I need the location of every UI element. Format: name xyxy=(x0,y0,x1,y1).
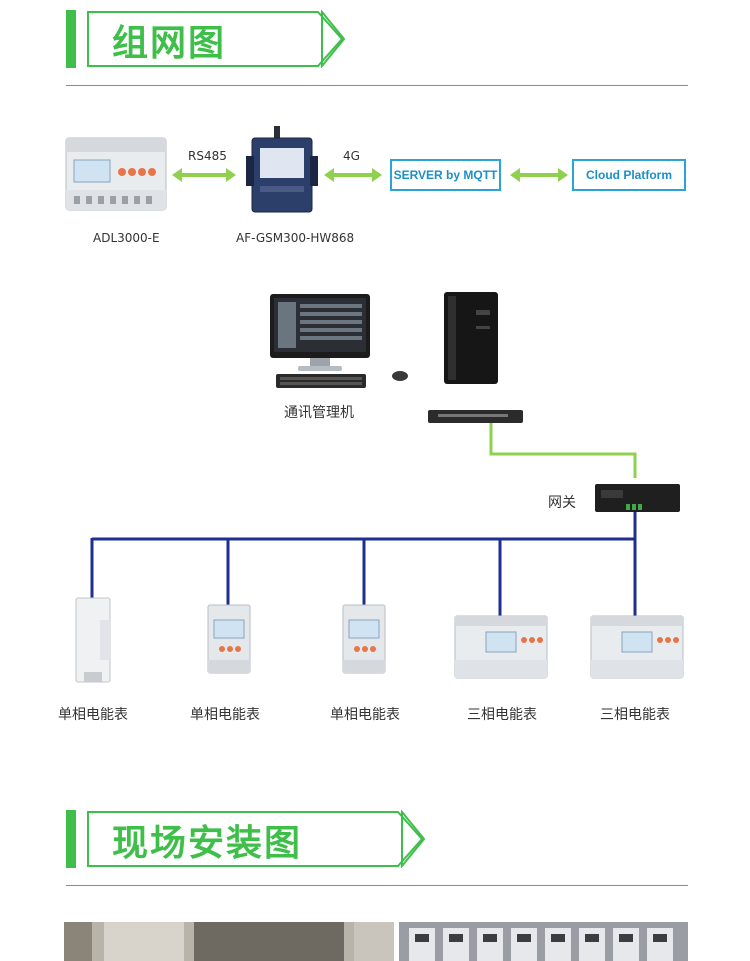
server-tower-image xyxy=(444,292,498,384)
rs485-label: RS485 xyxy=(188,149,227,163)
gateway-label: 网关 xyxy=(548,495,576,511)
gsm-gateway-image xyxy=(246,126,318,213)
ethernet-cable xyxy=(489,423,637,478)
section-header-install: 现场安装图 xyxy=(66,810,688,888)
meter-label-1: 单相电能表 xyxy=(58,707,128,723)
section-title: 现场安装图 xyxy=(112,823,303,864)
adl3000-meter-image xyxy=(65,137,167,211)
single-phase-meter-1 xyxy=(75,597,111,683)
comm-manager-label: 通讯管理机 xyxy=(284,405,354,421)
4g-label: 4G xyxy=(343,149,360,163)
section-divider xyxy=(66,85,688,86)
section-header-network: 组网图 xyxy=(66,10,688,88)
rs485-link-arrow xyxy=(172,168,236,182)
section-title-tag-outline xyxy=(87,810,426,868)
section-accent-bar xyxy=(66,10,76,68)
4g-link-arrow xyxy=(324,168,382,182)
gateway-model-label: AF-GSM300-HW868 xyxy=(236,231,355,245)
rs485-bus xyxy=(90,512,637,625)
meter-label-5: 三相电能表 xyxy=(600,707,670,723)
network-diagram xyxy=(75,292,684,683)
single-phase-meter-3 xyxy=(342,604,386,674)
install-photo-panel xyxy=(399,922,688,961)
section-accent-bar xyxy=(66,810,76,868)
cloud-platform-box: Cloud Platform xyxy=(572,159,686,191)
single-phase-meter-2 xyxy=(207,604,251,674)
section-divider xyxy=(66,885,688,886)
top-row-diagram xyxy=(65,126,568,213)
meter-model-label: ADL3000-E xyxy=(93,231,160,245)
meter-label-3: 单相电能表 xyxy=(330,707,400,723)
meter-label-4: 三相电能表 xyxy=(467,707,537,723)
server-mqtt-box: SERVER by MQTT xyxy=(390,159,501,191)
three-phase-meter-1 xyxy=(454,615,548,679)
monitor-image xyxy=(270,294,408,388)
install-photo-cabinet xyxy=(64,922,394,961)
meter-label-2: 单相电能表 xyxy=(190,707,260,723)
section-title: 组网图 xyxy=(112,23,227,64)
network-gateway-image xyxy=(595,484,680,512)
mqtt-cloud-arrow xyxy=(510,168,568,182)
network-switch-image xyxy=(428,410,523,423)
section-title-tag-outline xyxy=(87,10,346,68)
three-phase-meter-2 xyxy=(590,615,684,679)
